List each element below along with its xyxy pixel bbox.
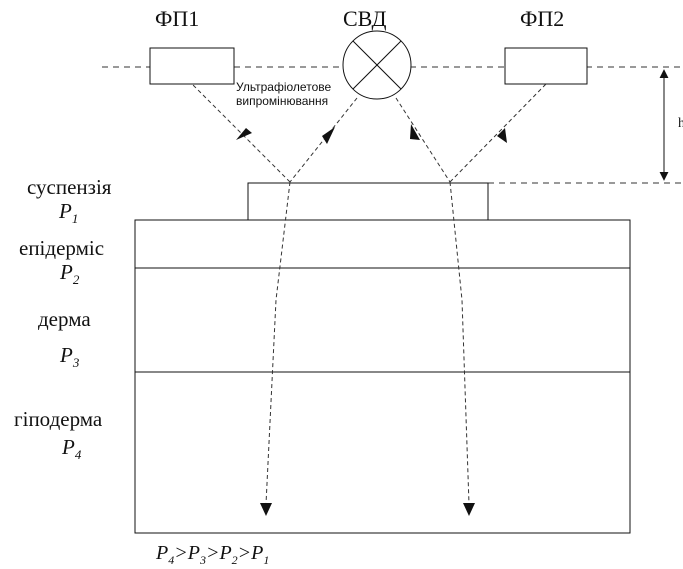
uv-radiation-label: Ультрафіолетове випромінювання bbox=[236, 80, 331, 108]
suspension-layer bbox=[247, 182, 489, 221]
layer-p-suspension: P1 bbox=[59, 199, 79, 227]
transmitted-ray-left bbox=[265, 181, 291, 505]
layer-p-dermis: P3 bbox=[60, 343, 80, 371]
p-subscript: 1 bbox=[71, 211, 79, 227]
layer-p-hypodermis: P4 bbox=[62, 435, 82, 463]
formula-term: P1 bbox=[251, 542, 270, 567]
p-symbol: P bbox=[60, 343, 73, 367]
photoreceiver-2-label: ФП2 bbox=[520, 6, 565, 31]
formula-term: P2> bbox=[219, 542, 252, 567]
photoreceiver-1-label: ФП1 bbox=[155, 6, 200, 31]
incident-ray-right-arrowhead bbox=[410, 124, 420, 140]
reflected-ray-left bbox=[191, 83, 291, 183]
incident-ray-right bbox=[395, 97, 451, 183]
p-symbol: P bbox=[62, 435, 75, 459]
skin-block bbox=[134, 219, 631, 534]
incident-ray-left-arrowhead bbox=[322, 127, 335, 144]
height-label: h bbox=[678, 116, 683, 131]
reflected-ray-right bbox=[449, 83, 547, 183]
layer-name-epidermis: епідерміс bbox=[19, 236, 105, 260]
coefficient-order-formula: P4>P3>P2>P1 bbox=[156, 543, 269, 566]
layer-name-hypodermis: гіподерма bbox=[14, 407, 103, 431]
p-subscript: 3 bbox=[72, 355, 80, 371]
led-source-label: СВД bbox=[343, 6, 387, 31]
p-subscript: 4 bbox=[74, 447, 82, 463]
photoreceiver-1-box bbox=[149, 47, 235, 85]
p-symbol: P bbox=[60, 260, 73, 284]
incident-ray-left bbox=[289, 97, 358, 183]
formula-term: P3> bbox=[187, 542, 220, 567]
p-subscript: 2 bbox=[72, 272, 80, 288]
layer-p-epidermis: P2 bbox=[60, 260, 80, 288]
transmitted-ray-left-arrowhead bbox=[260, 503, 272, 516]
reflected-ray-left-arrowhead bbox=[236, 128, 252, 140]
layer-name-dermis: дерма bbox=[38, 307, 91, 331]
uv-radiation-line2: випромінювання bbox=[236, 94, 329, 108]
transmitted-ray-right-arrowhead bbox=[463, 503, 475, 516]
reflected-ray-right-arrowhead bbox=[497, 128, 507, 143]
led-lamp-icon bbox=[342, 30, 412, 100]
formula-term: P4> bbox=[156, 542, 188, 567]
photoreceiver-2-box bbox=[504, 47, 588, 85]
layer-name-suspension: суспензія bbox=[27, 175, 112, 199]
uv-radiation-line1: Ультрафіолетове bbox=[236, 80, 332, 94]
p-symbol: P bbox=[59, 199, 72, 223]
transmitted-ray-right bbox=[449, 181, 470, 505]
